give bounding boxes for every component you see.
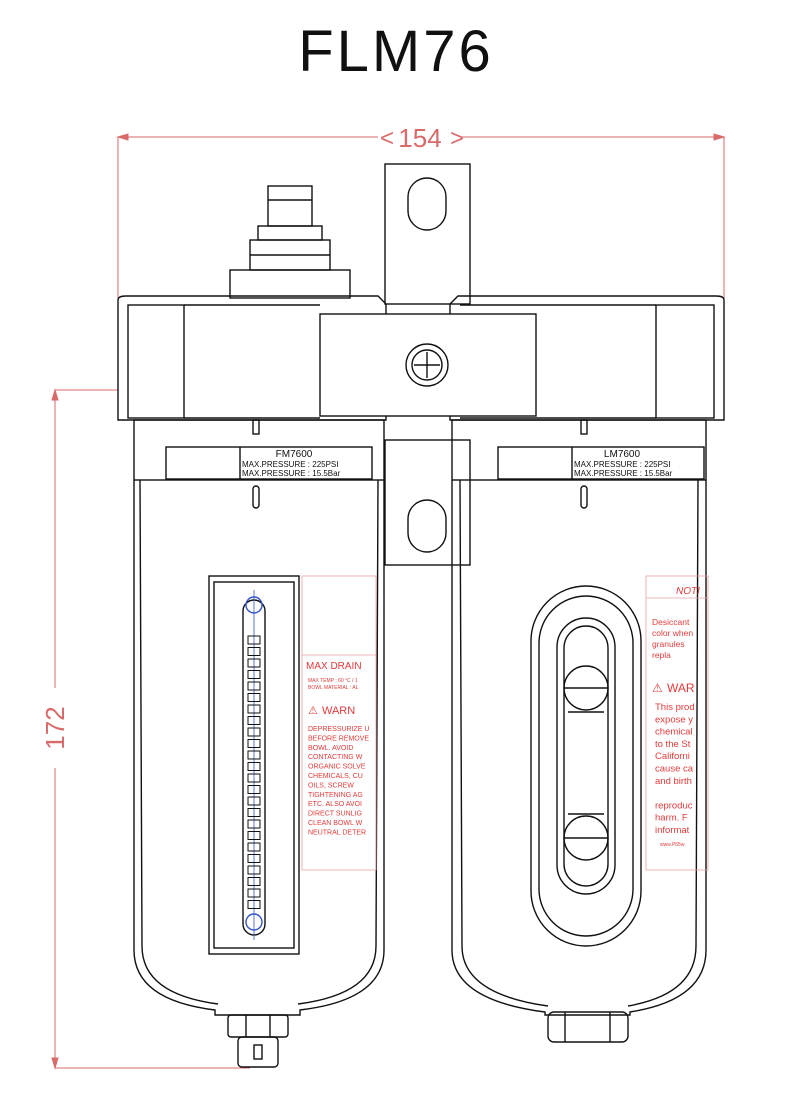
gauge-tick <box>247 658 261 668</box>
lubricator-pressure-bar: MAX.PRESSURE : 15.5Bar <box>574 469 673 478</box>
lubricator-notice-sticker <box>645 575 709 871</box>
regulator-knob <box>229 185 351 299</box>
sticker-text-line: OILS, SCREW <box>308 782 354 789</box>
gauge-tick <box>247 842 261 852</box>
gauge-tick <box>247 877 261 886</box>
sticker-text-line: repla <box>652 650 671 660</box>
filter-model-label: FM7600 <box>276 449 313 460</box>
gauge-tick <box>247 739 261 748</box>
width-paren-left: < <box>380 125 394 152</box>
gauge-tick <box>247 670 261 679</box>
lubricator-pressure-psi: MAX.PRESSURE : 225PSI <box>574 460 670 469</box>
filter-sticker-body: DEPRESSURIZE U BEFORE REMOVE BOWL. AVOID CO… <box>308 726 369 836</box>
sticker-text-line: color when <box>652 628 693 638</box>
gauge-tick <box>247 796 261 806</box>
gauge-tick <box>247 681 261 691</box>
gauge-tick <box>247 727 261 737</box>
sticker-text-line: granules <box>652 639 685 649</box>
sticker-text-line: ORGANIC SOLVE <box>308 764 366 771</box>
filter-pressure-psi: MAX.PRESSURE : 225PSI <box>242 460 338 469</box>
height-dimension-label: 172 <box>40 706 70 749</box>
sticker-text-line: Californi <box>655 751 690 762</box>
gauge-tick <box>247 900 261 909</box>
product-title: FLM76 <box>298 19 494 84</box>
height-dimension <box>51 388 250 1070</box>
center-clamp <box>319 313 537 417</box>
width-paren-right: > <box>450 125 464 152</box>
gauge-tick <box>247 819 261 829</box>
lubricator-warning-icon: ⚠ <box>652 681 663 695</box>
gauge-tick <box>247 635 261 645</box>
lubricator-sticker-warn: WAR <box>667 681 695 695</box>
lubricator-bowl <box>451 479 707 1043</box>
sight-gauge <box>208 575 300 955</box>
filter-warning-sticker <box>301 575 377 871</box>
sticker-text-line: harm. F <box>655 813 688 824</box>
lubricator-sticker-footer: www.P65w <box>660 842 685 848</box>
sticker-text-line: TIGHTENING AG <box>308 792 363 799</box>
sticker-text-line: This prod <box>655 702 695 713</box>
sticker-text-line: cause ca <box>655 764 694 775</box>
sticker-text-line: BOWL. AVOID <box>308 745 353 752</box>
gauge-tick <box>247 716 261 725</box>
gauge-tick <box>247 888 261 898</box>
sticker-text-line: reproduc <box>655 800 693 811</box>
gauge-tick <box>247 831 261 840</box>
sticker-text-line: NEUTRAL DETER <box>308 829 366 836</box>
filter-sticker-warn: WARN <box>322 705 355 717</box>
sticker-text-line: BEFORE REMOVE <box>308 735 369 742</box>
sticker-text-line: expose y <box>655 714 693 725</box>
filter-head <box>117 295 387 509</box>
filter-pressure-bar: MAX.PRESSURE : 15.5Bar <box>242 469 341 478</box>
filter-sticker-bowl: BOWL MATERIAL : AL <box>308 685 359 691</box>
gauge-tick <box>247 693 261 702</box>
sticker-text-line: and birth <box>655 776 692 787</box>
gauge-tick <box>247 773 261 783</box>
sticker-text-line: ETC. ALSO AVOI <box>308 801 362 808</box>
gauge-tick <box>247 762 261 771</box>
sticker-text-line: Desiccant <box>652 617 690 627</box>
sticker-text-line: CONTACTING W <box>308 754 363 761</box>
gauge-tick-marks <box>247 635 261 909</box>
sticker-text-line: informat <box>655 825 690 836</box>
gauge-tick <box>247 785 261 794</box>
sticker-text-line: DEPRESSURIZE U <box>308 726 369 733</box>
mounting-bracket <box>384 163 471 566</box>
width-dimension <box>116 133 726 300</box>
gauge-tick <box>247 854 261 863</box>
gauge-tick <box>247 865 261 875</box>
filter-bowl <box>133 479 385 1068</box>
gauge-tick <box>247 704 261 714</box>
lubricator-sticker-heading: NOTI <box>676 586 700 597</box>
lubricator-model-label: LM7600 <box>604 449 641 460</box>
sticker-text-line: chemical <box>655 727 693 738</box>
sticker-text-line: DIRECT SUNLIG <box>308 811 362 818</box>
sticker-text-line: CHEMICALS, CU <box>308 773 363 780</box>
oil-sight-window <box>530 585 642 947</box>
gauge-tick <box>247 647 261 656</box>
filter-warning-icon: ⚠ <box>308 705 318 717</box>
gauge-tick <box>247 750 261 760</box>
filter-sticker-temp: MAX TEMP : 60 °C / 1 <box>308 678 358 684</box>
width-dimension-label: 154 <box>398 123 441 153</box>
lubricator-head <box>449 295 725 509</box>
gauge-tick <box>247 808 261 817</box>
filter-sticker-heading: MAX DRAIN <box>306 661 362 672</box>
sticker-text-line: CLEAN BOWL W <box>308 820 363 827</box>
sticker-text-line: to the St <box>655 739 691 750</box>
